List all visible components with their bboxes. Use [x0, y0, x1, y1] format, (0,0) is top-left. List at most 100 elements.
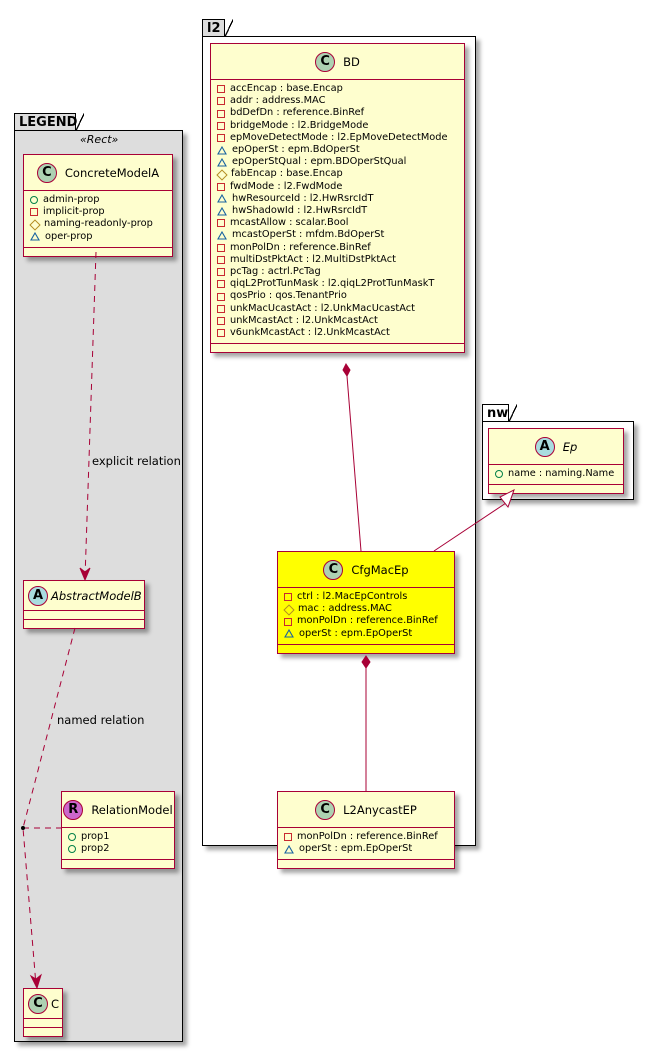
package-visibility-icon	[217, 206, 227, 216]
private-visibility-icon	[217, 182, 225, 191]
attribute-row: unkMacUcastAct : l2.UnkMacUcastAct	[217, 303, 458, 315]
attribute-text: epMoveDetectMode : l2.EpMoveDetectMode	[230, 131, 448, 143]
protected-visibility-icon	[217, 170, 226, 179]
private-visibility-icon	[30, 208, 38, 217]
attribute-row: monPolDn : reference.BinRef	[284, 615, 448, 627]
private-visibility-icon	[284, 593, 292, 602]
package-visibility-icon	[217, 157, 227, 167]
legend-stereotype: «Rect»	[80, 133, 119, 146]
class-stereotype-icon: C	[323, 559, 344, 580]
attribute-row: epOperSt : epm.BdOperSt	[217, 144, 458, 156]
private-visibility-icon	[284, 617, 292, 626]
attribute-text: ctrl : l2.MacEpControls	[297, 591, 408, 602]
attribute-row: monPolDn : reference.BinRef	[284, 831, 448, 843]
attribute-text: v6unkMcastAct : l2.UnkMcastAct	[230, 327, 390, 339]
attribute-text: pcTag : actrl.PcTag	[230, 266, 321, 278]
attribute-text: mcastAllow : scalar.Bool	[230, 217, 349, 229]
package-tab-legend: LEGEND	[14, 113, 84, 132]
package-visibility-icon	[30, 232, 40, 241]
attribute-text: unkMcastAct : l2.UnkMcastAct	[230, 314, 378, 326]
class-name: C	[51, 996, 60, 1011]
public-visibility-icon	[30, 196, 38, 205]
attribute-row: fabEncap : base.Encap	[217, 168, 458, 180]
attribute-text: hwShadowId : l2.HwRsrcIdT	[232, 205, 368, 217]
attribute-text: mac : address.MAC	[298, 603, 392, 615]
package-visibility-icon	[217, 231, 227, 240]
attribute-row: operSt : epm.EpOperSt	[284, 843, 448, 855]
attribute-row: multiDstPktAct : l2.MultiDstPktAct	[217, 254, 458, 266]
method-list	[211, 344, 464, 352]
attribute-text: hwResourceId : l2.HwRsrcIdT	[232, 192, 374, 204]
private-visibility-icon	[217, 243, 225, 252]
method-list	[62, 860, 174, 868]
attribute-text: prop1	[81, 831, 110, 842]
relation-stereotype-icon: R	[63, 799, 84, 820]
attribute-row: epOperStQual : epm.BDOperStQual	[217, 156, 458, 168]
attribute-row: addr : address.MAC	[217, 95, 458, 107]
attribute-text: epOperSt : epm.BdOperSt	[232, 144, 360, 156]
attribute-text: admin-prop	[43, 194, 100, 205]
attribute-list	[24, 611, 144, 620]
private-visibility-icon	[284, 833, 292, 842]
attribute-list: name : naming.Name	[489, 465, 623, 486]
attribute-row: accEncap : base.Encap	[217, 83, 458, 95]
private-visibility-icon	[217, 121, 225, 130]
private-visibility-icon	[217, 280, 225, 289]
attribute-row: pcTag : actrl.PcTag	[217, 266, 458, 278]
private-visibility-icon	[217, 329, 225, 338]
attribute-row: monPolDn : reference.BinRef	[217, 242, 458, 254]
attribute-row: ctrl : l2.MacEpControls	[284, 591, 448, 603]
package-visibility-icon	[284, 844, 294, 854]
attribute-text: operSt : epm.EpOperSt	[299, 627, 413, 639]
method-list	[24, 1028, 62, 1036]
private-visibility-icon	[217, 133, 225, 142]
attribute-text: multiDstPktAct : l2.MultiDstPktAct	[230, 253, 396, 265]
attribute-text: implicit-prop	[43, 206, 105, 218]
package-tab-nw: nw	[482, 404, 517, 423]
attribute-row: unkMcastAct : l2.UnkMcastAct	[217, 315, 458, 327]
method-list	[278, 860, 454, 868]
attribute-text: mcastOperSt : mfdm.BdOperSt	[232, 229, 385, 241]
class-name: AbstractModelB	[51, 588, 142, 603]
label-explicit-relation: explicit relation	[92, 454, 181, 468]
public-visibility-icon	[68, 833, 76, 842]
attribute-text: prop2	[81, 843, 110, 855]
package-visibility-icon	[217, 145, 227, 155]
private-visibility-icon	[217, 268, 225, 277]
private-visibility-icon	[217, 255, 225, 264]
attribute-text: oper-prop	[45, 230, 93, 242]
attribute-text: qosPrio : qos.TenantPrio	[230, 290, 347, 302]
method-list	[24, 248, 172, 256]
method-list	[278, 645, 454, 653]
attribute-text: operSt : epm.EpOperSt	[299, 843, 413, 855]
class-stereotype-icon: C	[28, 993, 48, 1014]
attribute-list	[24, 1019, 62, 1028]
attribute-row: v6unkMcastAct : l2.UnkMcastAct	[217, 327, 458, 339]
class-stereotype-icon: C	[315, 51, 336, 72]
attribute-row: naming-readonly-prop	[30, 218, 166, 230]
attribute-text: fwdMode : l2.FwdMode	[230, 180, 343, 192]
class-name: Ep	[562, 439, 578, 454]
attribute-row: name : naming.Name	[495, 468, 617, 480]
attribute-text: monPolDn : reference.BinRef	[230, 241, 371, 253]
class-name: CfgMacEp	[351, 562, 409, 577]
abstract-class-stereotype-icon: A	[28, 585, 48, 606]
attribute-text: monPolDn : reference.BinRef	[297, 831, 438, 842]
